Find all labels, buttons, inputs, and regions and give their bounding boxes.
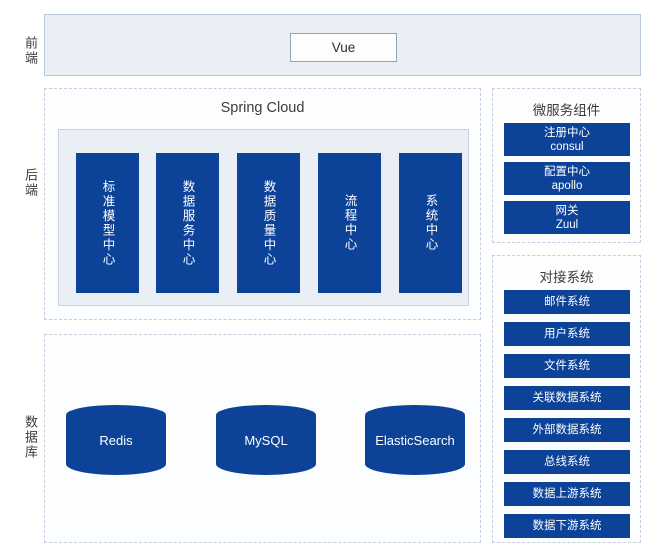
microservice-item-config-impl: apollo: [551, 179, 583, 192]
center-node-system[interactable]: 系统中心: [399, 153, 462, 293]
microservice-item-registry-impl: consul: [550, 140, 584, 153]
center-node-system-label: 系统中心: [423, 194, 438, 252]
microservice-components-panel: 微服务组件 注册中心 consul 配置中心 apollo 网关 Zuul: [492, 88, 641, 243]
docking-item-user[interactable]: 用户系统: [504, 322, 630, 346]
microservice-item-config-name: 配置中心: [544, 165, 590, 178]
docking-item-file[interactable]: 文件系统: [504, 354, 630, 378]
docking-item-mail-label: 邮件系统: [544, 296, 590, 308]
row-label-database-text: 数据库: [23, 414, 38, 460]
docking-item-mail[interactable]: 邮件系统: [504, 290, 630, 314]
center-node-data-service[interactable]: 数据服务中心: [156, 153, 219, 293]
cylinder-top-icon: [365, 405, 465, 425]
microservice-item-config[interactable]: 配置中心 apollo: [504, 162, 630, 195]
microservice-components-title: 微服务组件: [532, 103, 601, 118]
microservice-item-registry-name: 注册中心: [544, 126, 590, 139]
database-node-elasticsearch-label: ElasticSearch: [375, 433, 455, 448]
database-node-elasticsearch[interactable]: ElasticSearch: [365, 405, 465, 475]
frontend-panel: Vue: [44, 14, 641, 76]
database-region: Redis MySQL ElasticSearch: [44, 334, 481, 543]
vue-node-label: Vue: [331, 40, 356, 55]
microservice-item-gateway[interactable]: 网关 Zuul: [504, 201, 630, 234]
backend-region: Spring Cloud 标准模型中心 数据服务中心 数据质量中心 流程中心 系…: [44, 88, 481, 320]
row-label-backend: 后端: [6, 160, 40, 206]
microservice-item-gateway-impl: Zuul: [555, 218, 579, 231]
docking-item-upstream-data-label: 数据上游系统: [532, 488, 602, 500]
docking-item-file-label: 文件系统: [544, 360, 590, 372]
center-node-standard-model[interactable]: 标准模型中心: [76, 153, 139, 293]
docking-item-related-data[interactable]: 关联数据系统: [504, 386, 630, 410]
microservice-item-gateway-name: 网关: [555, 204, 579, 217]
center-node-data-service-label: 数据服务中心: [180, 179, 195, 267]
cylinder-top-icon: [66, 405, 166, 425]
row-label-database: 数据库: [6, 404, 40, 470]
docking-item-downstream-data-label: 数据下游系统: [532, 520, 602, 532]
database-node-mysql-label: MySQL: [244, 433, 288, 448]
spring-cloud-title: Spring Cloud: [220, 100, 305, 116]
spring-cloud-container: 标准模型中心 数据服务中心 数据质量中心 流程中心 系统中心: [58, 129, 469, 306]
docking-systems-title: 对接系统: [539, 270, 594, 285]
docking-item-bus[interactable]: 总线系统: [504, 450, 630, 474]
database-node-mysql[interactable]: MySQL: [216, 405, 316, 475]
docking-item-related-data-label: 关联数据系统: [532, 392, 602, 404]
docking-item-upstream-data[interactable]: 数据上游系统: [504, 482, 630, 506]
row-label-frontend-text: 前端: [23, 36, 38, 66]
docking-item-external-data[interactable]: 外部数据系统: [504, 418, 630, 442]
database-node-redis[interactable]: Redis: [66, 405, 166, 475]
docking-item-bus-label: 总线系统: [544, 456, 590, 468]
center-node-process-label: 流程中心: [342, 194, 357, 252]
docking-item-external-data-label: 外部数据系统: [532, 424, 602, 436]
center-node-data-quality[interactable]: 数据质量中心: [237, 153, 300, 293]
row-label-backend-text: 后端: [23, 168, 38, 198]
database-node-redis-label: Redis: [99, 433, 133, 448]
row-label-frontend: 前端: [6, 28, 40, 74]
center-node-process[interactable]: 流程中心: [318, 153, 381, 293]
docking-item-downstream-data[interactable]: 数据下游系统: [504, 514, 630, 538]
center-node-standard-model-label: 标准模型中心: [100, 179, 115, 267]
vue-node[interactable]: Vue: [290, 33, 397, 62]
cylinder-top-icon: [216, 405, 316, 425]
center-node-data-quality-label: 数据质量中心: [261, 179, 276, 267]
microservice-item-registry[interactable]: 注册中心 consul: [504, 123, 630, 156]
docking-item-user-label: 用户系统: [544, 328, 590, 340]
docking-systems-panel: 对接系统 邮件系统 用户系统 文件系统 关联数据系统 外部数据系统 总线系统 数…: [492, 255, 641, 543]
